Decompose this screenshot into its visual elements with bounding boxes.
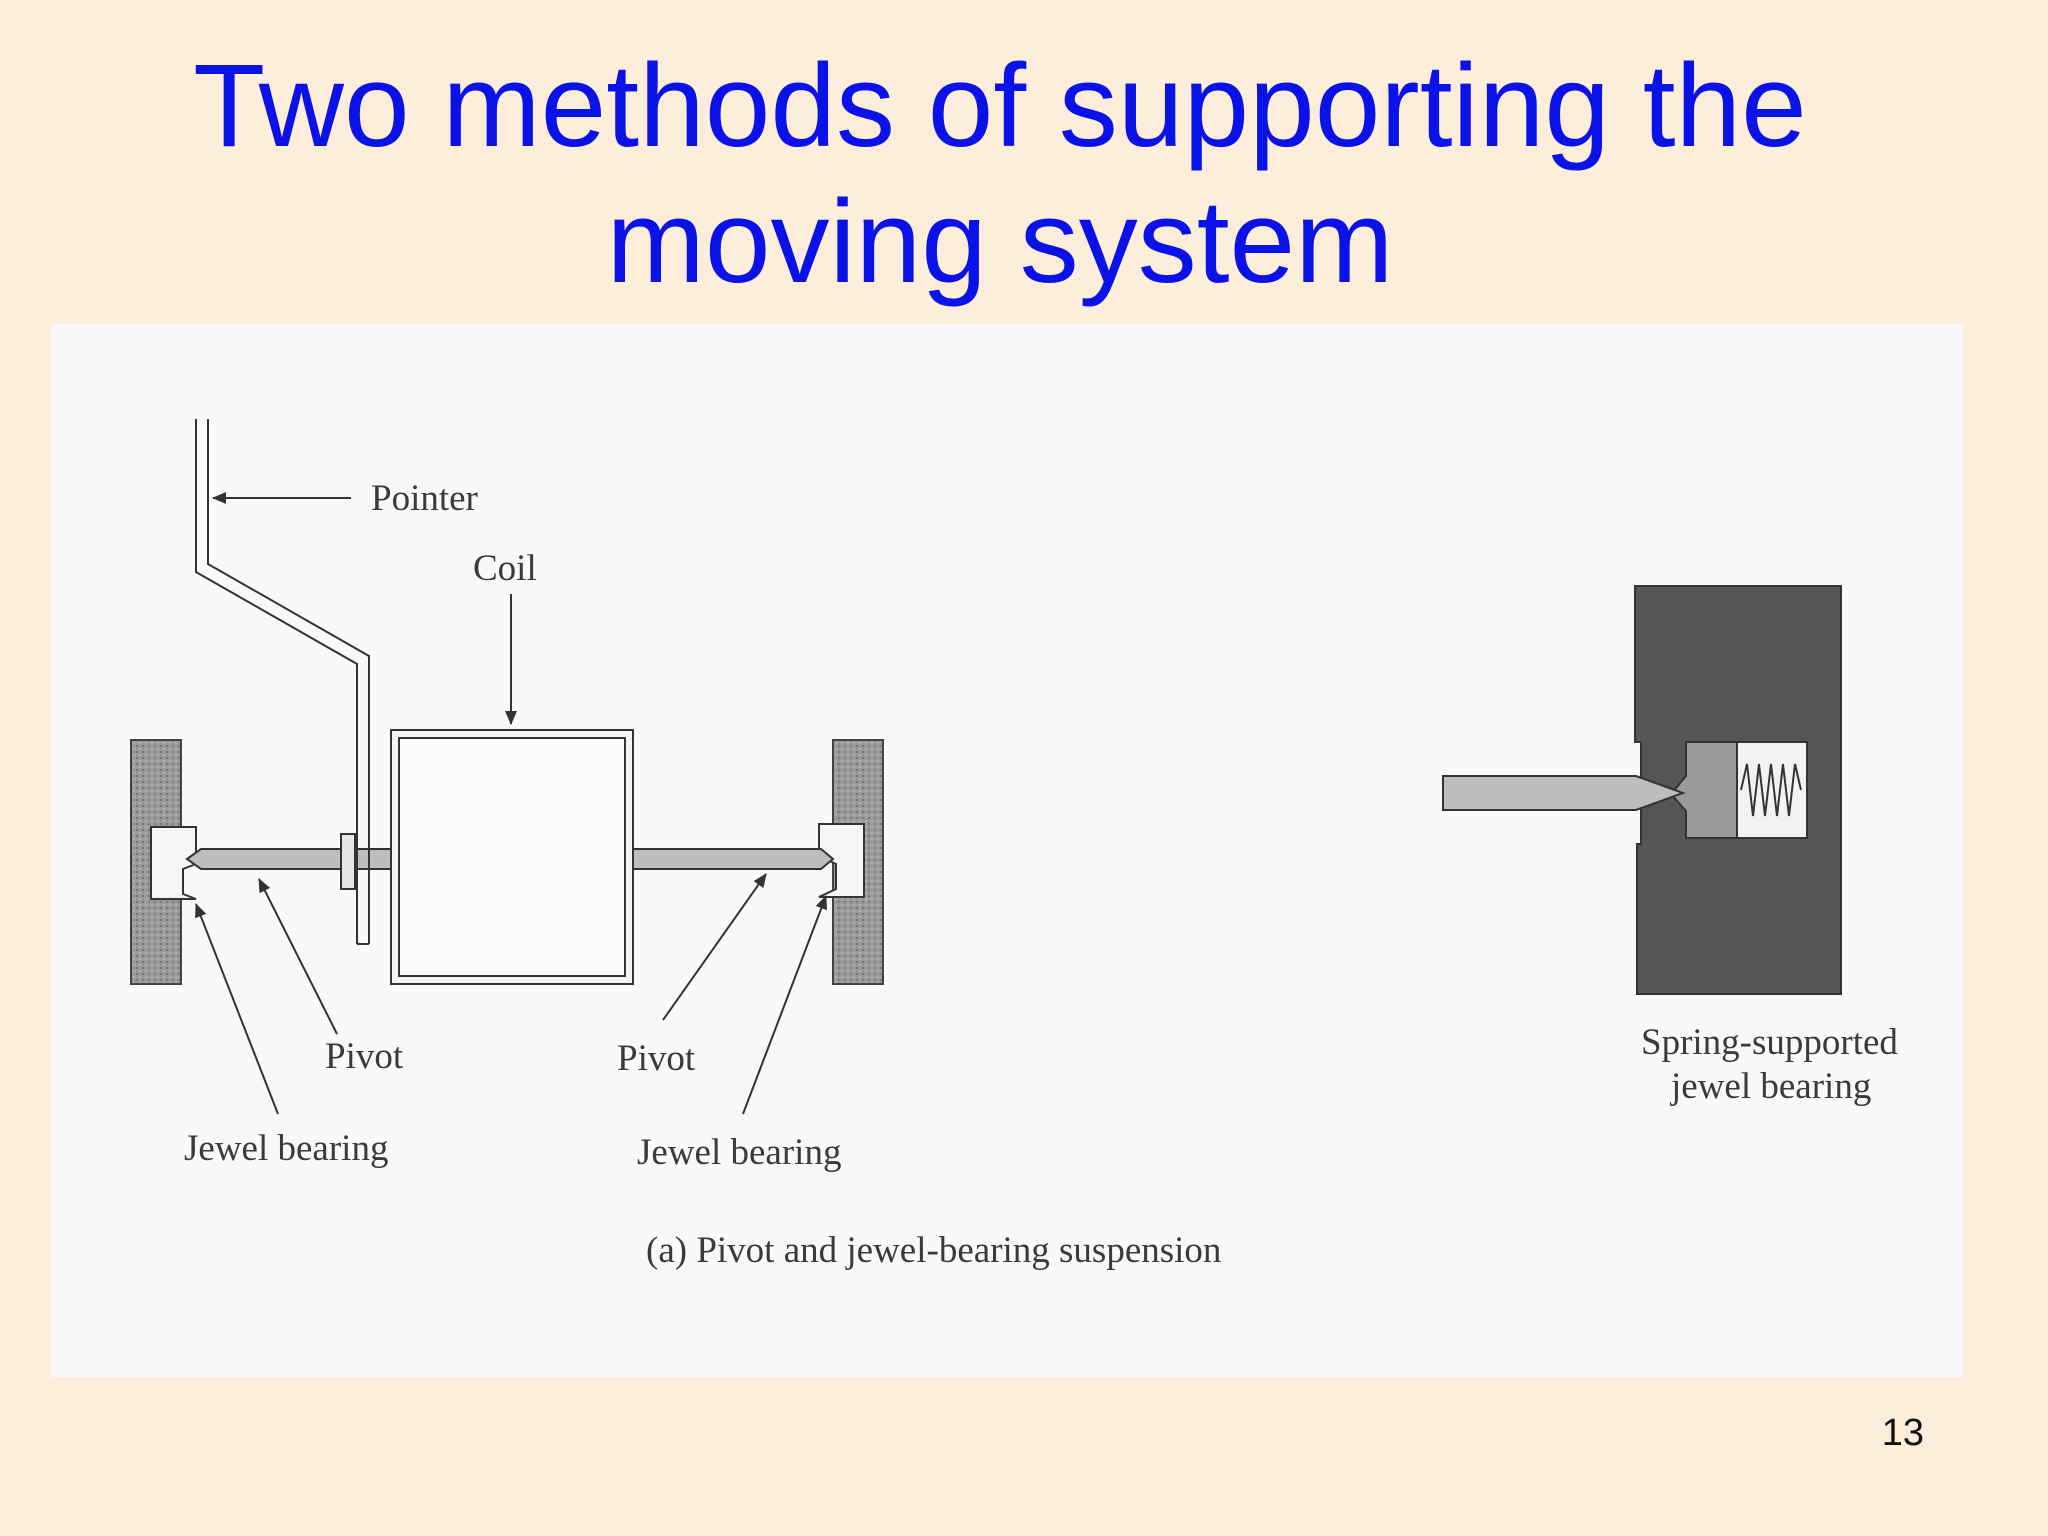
left-pivot-shaft bbox=[185, 848, 392, 870]
right-support-block bbox=[818, 739, 884, 985]
right-pivot-shaft bbox=[630, 848, 835, 870]
label-pivot-right: Pivot bbox=[617, 1038, 696, 1079]
slide-title: Two methods of supporting the moving sys… bbox=[0, 38, 2000, 310]
label-jewel-bearing-spring: jewel bearing bbox=[1669, 1066, 1871, 1107]
diagram-figure: Pointer Coil Pivot Pivot Jewel bearing J… bbox=[51, 324, 1963, 1377]
label-pointer: Pointer bbox=[371, 478, 478, 519]
label-spring-supported: Spring-supported bbox=[1641, 1022, 1898, 1063]
spring-bearing-pivot bbox=[1442, 775, 1686, 811]
diagram-svg: Pointer Coil Pivot Pivot Jewel bearing J… bbox=[130, 419, 1898, 1271]
page-number: 13 bbox=[1881, 1412, 1924, 1454]
leader-arrows bbox=[195, 492, 827, 1115]
label-jewel-bearing-left: Jewel bearing bbox=[184, 1128, 388, 1169]
figure-caption: (a) Pivot and jewel-bearing suspension bbox=[646, 1230, 1221, 1271]
pointer bbox=[195, 419, 370, 945]
spring-bearing-housing bbox=[1634, 585, 1842, 995]
title-line-1: Two methods of supporting the bbox=[193, 40, 1807, 172]
label-coil: Coil bbox=[473, 548, 537, 589]
label-pivot-left: Pivot bbox=[325, 1036, 404, 1077]
spring-icon bbox=[1740, 763, 1802, 817]
title-line-2: moving system bbox=[606, 176, 1394, 308]
label-jewel-bearing-right: Jewel bearing bbox=[637, 1132, 841, 1173]
left-support-block bbox=[130, 739, 197, 985]
coil bbox=[390, 729, 634, 985]
